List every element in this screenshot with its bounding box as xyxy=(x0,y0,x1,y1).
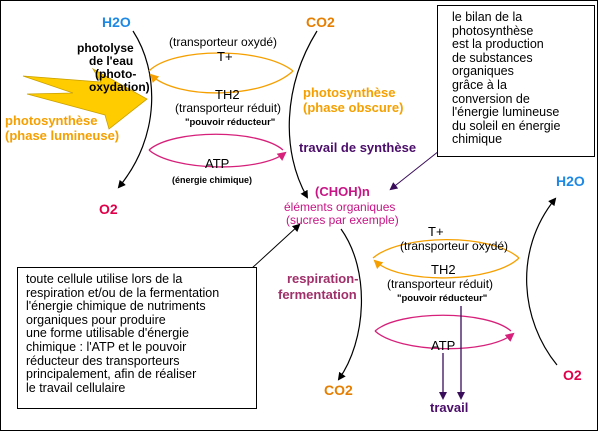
travail-synthese-label: travail de synthèse xyxy=(299,140,416,155)
choh-label: (CHOH)n xyxy=(315,184,370,199)
bilan-line-1: le bilan de la xyxy=(452,10,523,24)
phase-lumineuse-line-1: photosynthèse xyxy=(5,113,97,128)
top-energie-chimique: (énergie chimique) xyxy=(172,175,252,185)
photolyse-line-4: oxydation) xyxy=(89,80,150,94)
travail-label: travail xyxy=(430,400,468,415)
bottom-pouvoir-reducteur: "pouvoir réducteur" xyxy=(397,293,487,304)
bilan-line-10: chimique xyxy=(452,132,503,147)
bottom-transporteur-oxyde: (transporteur oxydé) xyxy=(400,239,508,253)
cellule-line-1: toute cellule utilise lors de la xyxy=(26,272,183,286)
water-consumption-arrow xyxy=(117,30,153,189)
bilan-line-4: de substances xyxy=(452,50,533,65)
cellule-line-6: chimique : l'ATP et le pouvoir xyxy=(26,339,187,354)
bilan-line-8: l'énergie lumineuse xyxy=(452,105,560,120)
sucres-label: (sucres par exemple) xyxy=(286,213,399,227)
elements-organiques-label: éléments organiques xyxy=(284,200,395,214)
co2-consumption-arrow xyxy=(288,30,318,199)
top-co2-label: CO2 xyxy=(306,14,335,30)
bottom-magenta-cycle-arrow xyxy=(374,314,513,350)
top-atp: ATP xyxy=(205,156,229,171)
phase-obscure-line-2: (phase obscure) xyxy=(303,100,403,115)
top-h2o-label: H2O xyxy=(102,14,131,30)
bottom-o2-label: O2 xyxy=(563,367,582,383)
phase-lumineuse-line-2: (phase lumineuse) xyxy=(5,128,119,143)
top-pouvoir-reducteur: "pouvoir réducteur" xyxy=(185,117,275,128)
cellule-line-8: principalement, afin de réaliser xyxy=(26,367,197,382)
star-burst-icon xyxy=(22,67,148,130)
bilan-line-5: organiques xyxy=(452,64,514,79)
photolyse-line-2: de l'eau xyxy=(89,54,133,68)
bottom-transporteur-reduit: (transporteur réduit) xyxy=(387,277,493,291)
cellule-line-5: une forme utilisable d'énergie xyxy=(26,326,189,341)
bilan-line-3: est la production xyxy=(452,37,544,52)
cellule-line-2: respiration et/ou de la fermentation xyxy=(26,285,220,300)
phase-obscure-line-1: photosynthèse xyxy=(303,85,395,100)
sugar-consumption-arrow xyxy=(337,228,363,381)
respiration-line-1: respiration- xyxy=(287,271,359,286)
top-transporteur-reduit: (transporteur réduit) xyxy=(175,101,281,115)
bilan-line-2: photosynthèse xyxy=(452,23,534,38)
bottom-co2-label: CO2 xyxy=(324,382,353,398)
top-th2: TH2 xyxy=(215,87,240,102)
top-transporteur-oxyde: (transporteur oxydé) xyxy=(169,35,277,49)
bilan-line-7: conversion de xyxy=(452,91,530,106)
top-orange-cycle-arrow xyxy=(149,52,294,94)
cellule-pointer-arrow xyxy=(250,223,301,270)
bilan-box: le bilan de la photosynthèse est la prod… xyxy=(437,5,595,157)
bilan-line-9: du soleil en énergie xyxy=(452,118,561,133)
bottom-th2: TH2 xyxy=(431,262,456,277)
bottom-t-plus: T+ xyxy=(428,224,444,239)
oxygen-consumption-arrow xyxy=(526,197,558,366)
bilan-pointer-arrow xyxy=(389,150,440,191)
cellule-line-4: organiques pour produire xyxy=(26,312,166,327)
cellule-line-7: réducteur des transporteurs xyxy=(26,353,180,368)
cellule-line-3: l'énergie chimique de nutriments xyxy=(26,299,206,314)
bottom-h2o-label: H2O xyxy=(556,173,585,189)
cellule-line-9: le travail cellulaire xyxy=(26,380,126,395)
top-t-plus: T+ xyxy=(217,49,233,64)
respiration-line-2: fermentation xyxy=(278,287,357,302)
bilan-line-6: grâce à la xyxy=(452,77,507,92)
photolyse-line-1: photolyse xyxy=(77,41,134,55)
bottom-orange-cycle-arrow xyxy=(373,239,520,279)
photolyse-line-3: (photo- xyxy=(95,67,136,81)
top-magenta-cycle-arrow xyxy=(148,133,285,168)
bottom-atp: ATP xyxy=(431,338,455,353)
top-o2-label: O2 xyxy=(99,201,118,217)
cellule-box: toute cellule utilise lors de la respira… xyxy=(17,267,257,409)
